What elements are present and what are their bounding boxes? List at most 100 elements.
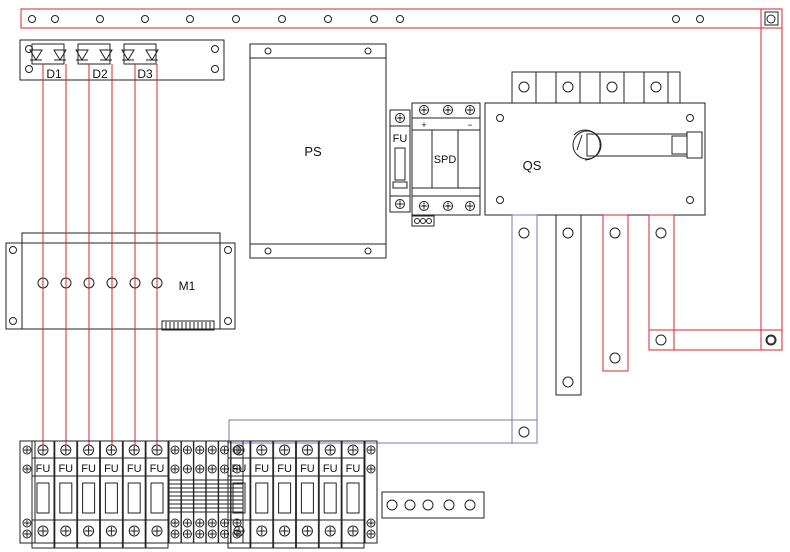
terminal-block xyxy=(180,440,194,544)
strip-hole-icon xyxy=(386,499,398,511)
fuse-holder: FU xyxy=(273,440,297,549)
spd-minus-sign: − xyxy=(467,120,472,130)
fuse-holder: FU xyxy=(318,440,342,549)
fuse-holder: FU xyxy=(295,440,319,549)
screw-icon xyxy=(465,201,475,211)
screw-icon xyxy=(182,518,192,528)
screw-icon xyxy=(105,444,117,456)
power-supply-ps: PS xyxy=(249,43,387,259)
screw-icon xyxy=(366,518,376,528)
mounting-hole-icon xyxy=(766,14,776,24)
diode-pair xyxy=(123,43,157,65)
screw-icon xyxy=(37,525,49,537)
fuse-holder: FU xyxy=(77,440,101,549)
screw-icon xyxy=(170,518,180,528)
mounting-hole-icon xyxy=(28,15,36,23)
module-m1-label: M1 xyxy=(179,279,196,293)
screw-icon xyxy=(232,464,242,474)
screw-icon xyxy=(220,518,230,528)
terminal-block xyxy=(218,440,232,544)
module-m1: M1 xyxy=(5,232,236,331)
screw-icon xyxy=(366,445,376,455)
screw-icon xyxy=(347,525,359,537)
terminal-block xyxy=(193,440,207,544)
screw-icon xyxy=(419,105,429,115)
screw-icon xyxy=(301,525,313,537)
diode-pair xyxy=(77,43,111,65)
fuse-label: FU xyxy=(127,463,142,475)
screw-icon xyxy=(207,518,217,528)
rail-end-icon xyxy=(764,11,779,26)
mounting-hole-icon xyxy=(396,15,404,23)
screw-icon xyxy=(195,445,205,455)
terminal-hole-icon xyxy=(562,81,574,93)
diode-label-d3: D3 xyxy=(137,67,153,81)
qs-input-terminal xyxy=(555,71,581,104)
fuse-holder: FU xyxy=(122,440,146,549)
qs-input-terminal xyxy=(643,71,669,104)
screw-icon xyxy=(22,464,32,474)
diode-icon xyxy=(145,49,159,61)
isolating-switch-qs: QS xyxy=(484,71,706,216)
diode-icon xyxy=(121,49,135,61)
screw-icon xyxy=(220,445,230,455)
fuse-label: FU xyxy=(277,463,292,475)
isolating-switch-label: QS xyxy=(523,158,542,173)
screw-icon xyxy=(170,464,180,474)
screw-icon xyxy=(60,444,72,456)
fuse-holder: FU xyxy=(250,440,274,549)
screw-icon xyxy=(83,525,95,537)
small-terminal-strip xyxy=(381,491,485,519)
fuse-label: FU xyxy=(254,463,269,475)
screw-icon xyxy=(233,525,245,537)
mounting-hole-icon xyxy=(672,15,680,23)
screw-icon xyxy=(301,444,313,456)
fuse-label: FU xyxy=(346,463,361,475)
fuse-label: FU xyxy=(81,463,96,475)
qs-input-terminal xyxy=(599,71,625,104)
screw-icon xyxy=(324,444,336,456)
diode-label-d1: D1 xyxy=(46,67,62,81)
mounting-hole-icon xyxy=(51,15,59,23)
screw-icon xyxy=(465,105,475,115)
screw-icon xyxy=(220,529,230,539)
screw-icon xyxy=(395,199,405,209)
end-stop xyxy=(19,440,36,544)
screw-icon xyxy=(233,444,245,456)
diode-label-d2: D2 xyxy=(92,67,108,81)
fuse-holder: FU xyxy=(341,440,365,549)
qs-output-busbars xyxy=(228,214,783,444)
diode-fuse-wiring xyxy=(42,64,158,445)
screw-icon xyxy=(207,445,217,455)
mounting-hole-icon xyxy=(696,15,704,23)
screw-icon xyxy=(256,444,268,456)
screw-icon xyxy=(395,113,405,123)
power-supply-label: PS xyxy=(304,144,322,159)
screw-icon xyxy=(182,464,192,474)
mounting-hole-icon xyxy=(186,15,194,23)
screw-icon xyxy=(419,201,429,211)
diode-icon xyxy=(99,49,113,61)
screw-icon xyxy=(220,464,230,474)
fuse-holder: FU xyxy=(145,440,169,549)
screw-icon xyxy=(366,529,376,539)
screw-icon xyxy=(37,444,49,456)
mounting-hole-icon xyxy=(766,335,776,345)
diode-module: D1 D2 D3 xyxy=(19,39,225,81)
screw-icon xyxy=(128,525,140,537)
screw-icon xyxy=(256,525,268,537)
screw-icon xyxy=(279,444,291,456)
diode-icon xyxy=(29,49,43,61)
screw-icon xyxy=(170,529,180,539)
terminal-hole-icon xyxy=(606,81,618,93)
spd-plus-sign: + xyxy=(421,120,426,130)
surge-protector-spd: + − SPD xyxy=(411,102,481,227)
screw-icon xyxy=(324,525,336,537)
screw-icon xyxy=(207,464,217,474)
spd-fuse-label: FU xyxy=(393,133,408,145)
strip-hole-icon xyxy=(443,499,455,511)
screw-icon xyxy=(443,105,453,115)
mounting-hole-icon xyxy=(96,15,104,23)
